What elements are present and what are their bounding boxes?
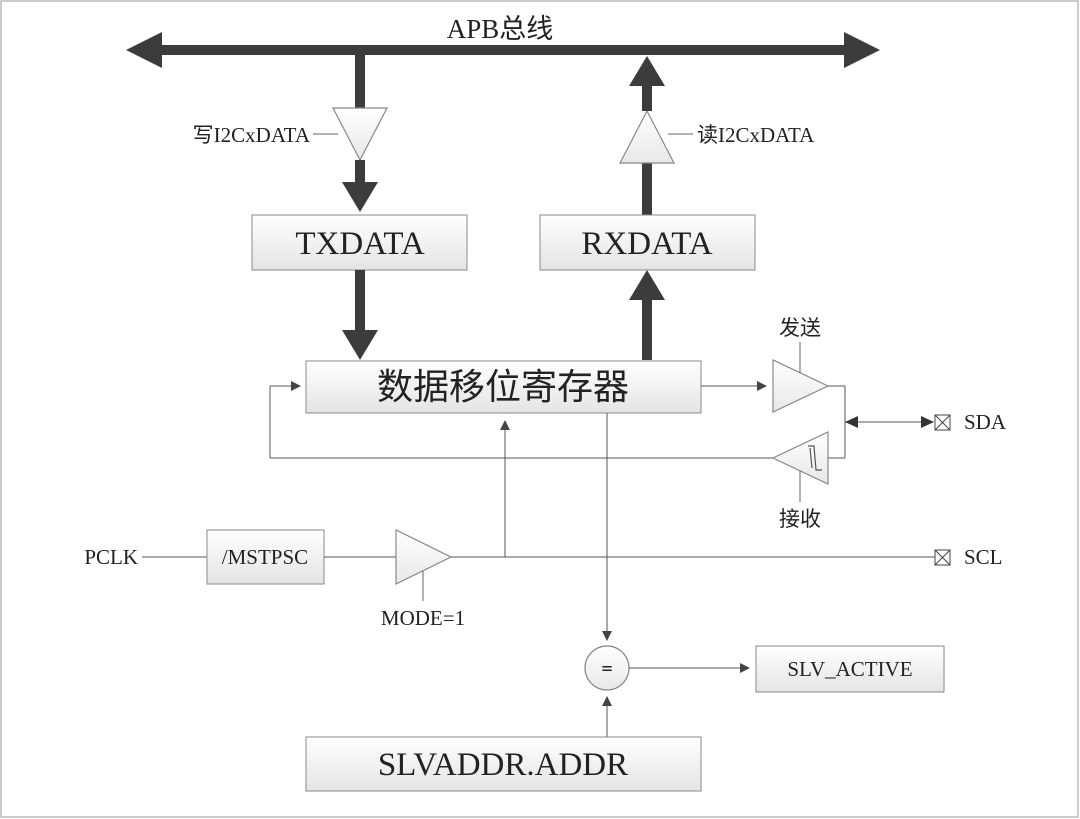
bus-right-arrowhead — [844, 32, 880, 68]
write-path — [313, 50, 388, 212]
bus-left-arrowhead — [126, 32, 162, 68]
write-arrowhead — [342, 182, 378, 212]
shift-register-label: 数据移位寄存器 — [377, 367, 629, 407]
apb-bus — [126, 32, 880, 68]
write-buffer-triangle — [332, 107, 388, 162]
slvaddr-label: SLVADDR.ADDR — [378, 747, 628, 783]
read-arrowhead — [629, 56, 665, 86]
txdata-label: TXDATA — [295, 226, 425, 262]
mstpsc-box — [206, 529, 325, 585]
bus-label: APB总线 — [447, 14, 554, 44]
slv-active-label: SLV_ACTIVE — [787, 657, 912, 681]
send-label: 发送 — [779, 316, 821, 340]
comparator-label: = — [602, 658, 613, 679]
sda-pin-label: SDA — [964, 410, 1007, 434]
txdata-box — [251, 214, 468, 271]
clock-path — [142, 420, 951, 601]
slv-active-box — [755, 645, 945, 693]
write-label: 写I2CxDATA — [193, 123, 311, 147]
read-buffer-triangle — [619, 109, 675, 164]
mstpsc-label: /MSTPSC — [222, 545, 308, 569]
schmitt-icon — [808, 445, 822, 471]
address-compare — [305, 413, 945, 792]
pclk-pin-label: PCLK — [84, 545, 138, 569]
slvaddr-box — [305, 736, 702, 792]
scl-pin-label: SCL — [964, 545, 1003, 569]
clock-buffer-triangle — [395, 529, 453, 585]
rxdata-label: RXDATA — [581, 226, 712, 262]
read-label: 读I2CxDATA — [697, 123, 815, 147]
shift-to-rx-arrow — [629, 270, 665, 360]
read-path — [619, 56, 693, 215]
receive-label: 接收 — [779, 507, 821, 531]
sda-io — [269, 342, 951, 502]
mode-label: MODE=1 — [381, 606, 465, 630]
rxdata-box — [539, 214, 756, 271]
shift-register-box — [305, 360, 702, 414]
tx-to-shift-arrow — [342, 270, 378, 360]
